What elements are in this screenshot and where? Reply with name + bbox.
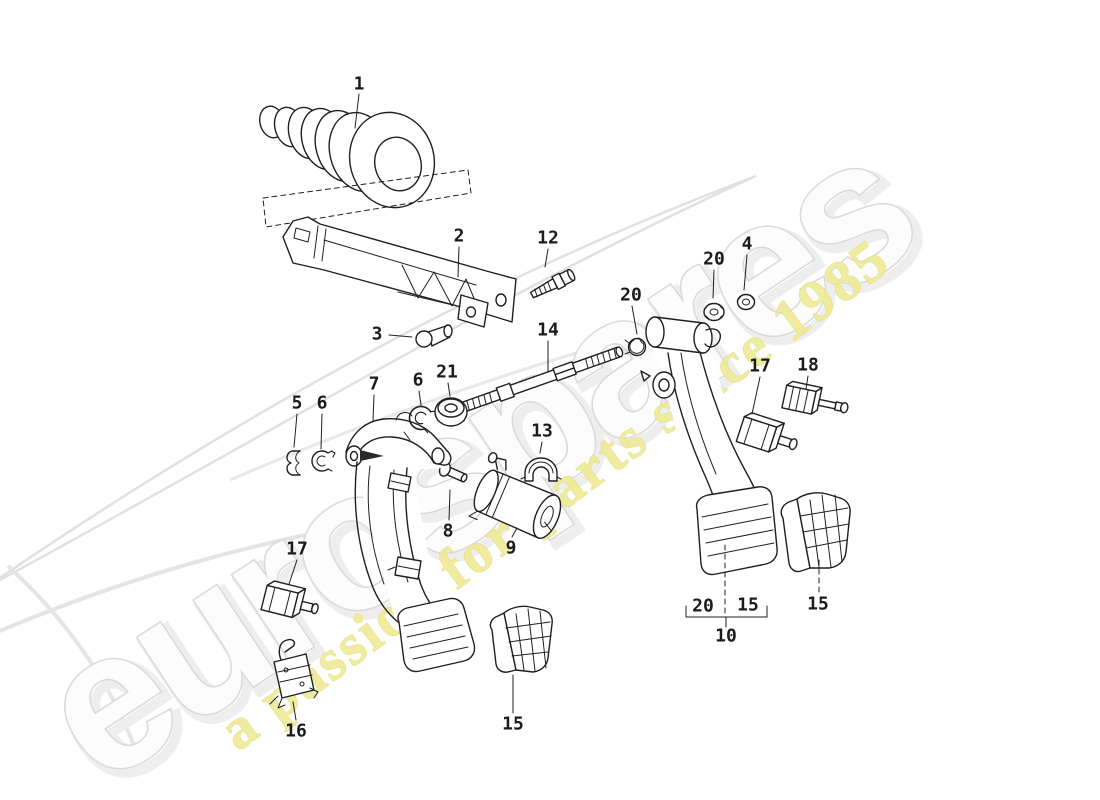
part-3-bolt xyxy=(415,324,453,348)
callout-part-7: 7 xyxy=(368,373,380,395)
callout-part-3: 3 xyxy=(371,323,383,345)
watermark-brand: eurospares xyxy=(1,94,946,800)
part-15-pad-center xyxy=(489,605,553,673)
swoosh-arc-inner xyxy=(229,338,621,482)
callout-part-6a: 6 xyxy=(412,369,424,391)
callout-part-20a: 20 xyxy=(620,284,642,306)
callout-part-20b: 20 xyxy=(703,248,725,270)
part-20-nut xyxy=(703,302,725,322)
callout-part-2: 2 xyxy=(453,225,465,247)
part-7-clutch-pedal xyxy=(344,412,476,673)
part-17-switch-right xyxy=(735,412,798,453)
swoosh-arc-tail xyxy=(6,564,144,769)
callout-part-18: 18 xyxy=(797,354,819,376)
callout-part-15c: 15 xyxy=(737,594,759,616)
callout-part-15a: 15 xyxy=(502,713,524,735)
part-1-reference-box xyxy=(262,169,472,228)
callout-part-14: 14 xyxy=(537,319,559,341)
callout-part-12: 12 xyxy=(537,227,559,249)
swoosh-graphic xyxy=(0,174,757,769)
callout-part-20c: 20 xyxy=(692,595,714,617)
part-21-nut xyxy=(434,397,468,427)
part-15-pad-right xyxy=(780,492,851,573)
callout-part-9: 9 xyxy=(505,537,517,559)
part-4-nut xyxy=(736,293,756,311)
callout-part-21: 21 xyxy=(436,361,458,383)
swoosh-crescent xyxy=(0,174,757,582)
callout-part-17b: 17 xyxy=(749,355,771,377)
part-13-clamp xyxy=(520,457,562,482)
part-9-cylinder xyxy=(468,452,562,539)
part-18-switch xyxy=(781,380,849,415)
part-5-clip xyxy=(286,450,301,476)
swoosh-arc-lower-left xyxy=(0,530,321,634)
part-brake-pedal xyxy=(640,316,778,576)
callout-part-13: 13 xyxy=(531,420,553,442)
callout-part-17a: 17 xyxy=(286,538,308,560)
callout-part-5: 5 xyxy=(291,392,303,414)
part-12-screw xyxy=(529,268,576,299)
callout-part-15b: 15 xyxy=(807,593,829,615)
part-20-clip xyxy=(624,337,647,357)
part-1-boot-spring xyxy=(258,105,436,209)
part-2-pedal-bracket xyxy=(282,216,517,328)
callout-part-4: 4 xyxy=(741,233,753,255)
part-6-clip xyxy=(311,450,336,472)
callout-part-6b: 6 xyxy=(316,392,328,414)
callout-part-8: 8 xyxy=(442,520,454,542)
part-17-switch-left xyxy=(260,580,319,619)
callout-part-10: 10 xyxy=(715,625,737,647)
part-16-micro-switch xyxy=(269,638,319,709)
leader-lines xyxy=(288,93,820,721)
callout-part-16: 16 xyxy=(285,720,307,742)
callout-part-1: 1 xyxy=(353,73,365,95)
